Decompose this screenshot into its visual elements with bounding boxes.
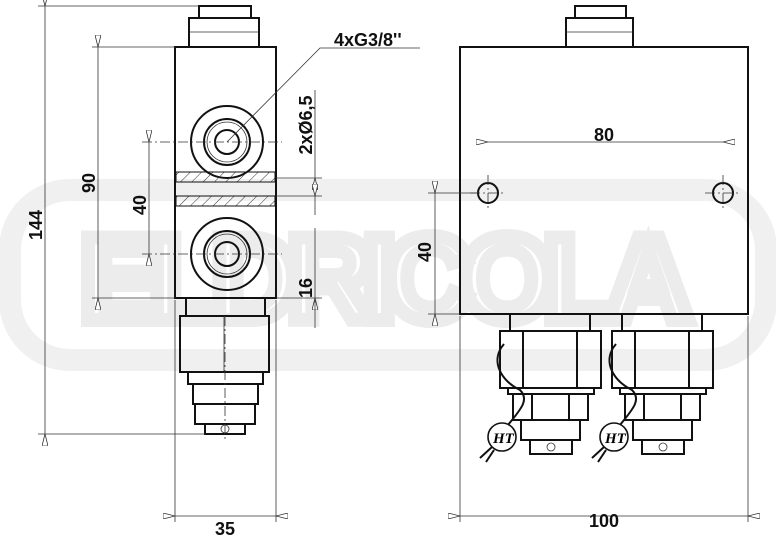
dim-80: 80 [594,125,614,145]
watermark: ELDRICOLA [0,179,776,371]
dim-thread: 4xG3/8'' [334,30,402,50]
dim-40-front: 40 [415,242,435,262]
ht-marking-2: HT [604,431,627,447]
top-cap [198,5,252,19]
watermark-text: ELDRICOLA [80,212,700,346]
front-view: HT HT [459,5,749,463]
dim-35: 35 [215,519,235,539]
side-view [142,5,282,440]
dim-100: 100 [589,511,619,531]
front-body [459,46,749,315]
dim-40-side: 40 [130,195,150,215]
dimension-lines [38,6,748,522]
dim-holes: 2xØ6,5 [296,95,316,154]
valve-cartridge [479,313,602,463]
ht-marking-1: HT [492,431,515,447]
dim-16: 16 [296,278,316,298]
dim-144: 144 [26,210,46,240]
dimension-labels: 144 90 40 35 4xG3/8'' 2xØ6,5 16 80 40 10… [26,30,619,539]
top-nut [188,17,260,48]
dim-90: 90 [79,173,99,193]
